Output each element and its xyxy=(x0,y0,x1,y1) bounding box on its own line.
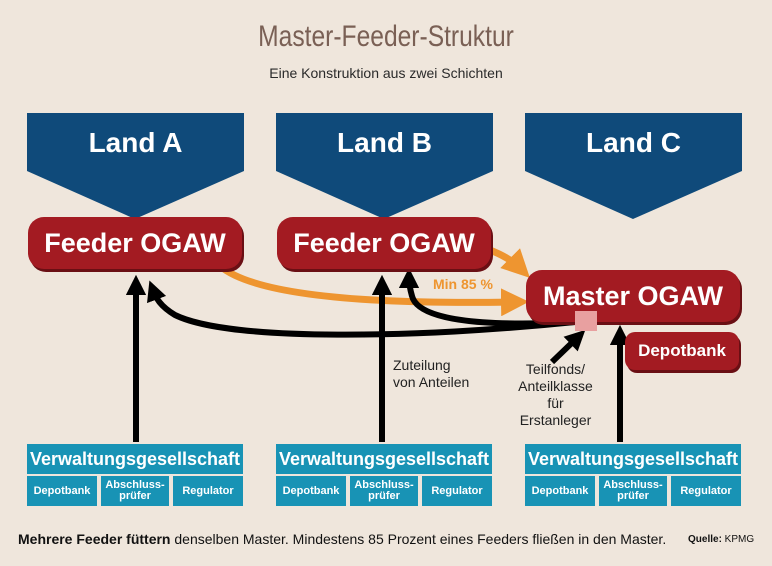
verwaltungsgesellschaft-c: Verwaltungsgesellschaft xyxy=(525,444,741,474)
country-b-label: Land B xyxy=(337,127,432,158)
teilfonds-line-4: Erstanleger xyxy=(519,412,592,428)
diagram-title: Master-Feeder-Struktur xyxy=(258,20,514,53)
abschlusspruefer-c: Abschluss- prüfer xyxy=(599,476,667,506)
feeder-ogaw-b: Feeder OGAW xyxy=(277,217,491,269)
depotbank-a: Depotbank xyxy=(27,476,97,506)
abschlusspruefer-b: Abschluss- prüfer xyxy=(350,476,418,506)
teilfonds-label: Teilfonds/ Anteilklasse für Erstanleger xyxy=(508,361,603,429)
depotbank-box: Depotbank xyxy=(625,332,739,370)
diagram-subtitle: Eine Konstruktion aus zwei Schichten xyxy=(269,65,503,81)
feed-arrow-b xyxy=(488,246,530,278)
return-arrow-b xyxy=(398,267,576,327)
abschlusspruefer-a: Abschluss- prüfer xyxy=(101,476,169,506)
abschlusspruefer-a-line-2: prüfer xyxy=(119,490,151,502)
feed-arrow-a xyxy=(217,263,529,317)
source-value: KPMG xyxy=(721,534,755,545)
zuteilung-line-1: Zuteilung xyxy=(393,357,451,373)
abschlusspruefer-a-line-1: Abschluss- xyxy=(105,479,165,491)
abschlusspruefer-b-line-2: prüfer xyxy=(368,490,400,502)
abschlusspruefer-c-line-1: Abschluss- xyxy=(603,479,663,491)
zuteilung-line-2: von Anteilen xyxy=(393,374,470,390)
depotbank-b: Depotbank xyxy=(276,476,346,506)
regulator-b: Regulator xyxy=(422,476,492,506)
abschlusspruefer-b-line-1: Abschluss- xyxy=(354,479,414,491)
country-a: Land A xyxy=(27,113,244,219)
footer-caption: Mehrere Feeder füttern denselben Master.… xyxy=(18,531,666,547)
country-c: Land C xyxy=(525,113,742,219)
teilfonds-marker xyxy=(575,311,597,331)
depotbank-c: Depotbank xyxy=(525,476,595,506)
master-ogaw: Master OGAW xyxy=(526,270,740,322)
regulator-c: Regulator xyxy=(671,476,741,506)
verwaltungsgesellschaft-b: Verwaltungsgesellschaft xyxy=(276,444,492,474)
source-credit: Quelle: KPMG xyxy=(688,534,754,545)
teilfonds-line-2: Anteilklasse xyxy=(518,378,593,394)
regulator-a: Regulator xyxy=(173,476,243,506)
country-c-label: Land C xyxy=(586,127,681,158)
min-85-label: Min 85 % xyxy=(433,276,493,292)
verwaltungsgesellschaft-a: Verwaltungsgesellschaft xyxy=(27,444,243,474)
footer-text: denselben Master. Mindestens 85 Prozent … xyxy=(170,531,667,547)
country-b: Land B xyxy=(276,113,493,219)
source-label: Quelle: xyxy=(688,534,722,545)
footer-bold: Mehrere Feeder füttern xyxy=(18,531,171,547)
country-a-label: Land A xyxy=(88,127,183,158)
teilfonds-arrow xyxy=(549,329,586,365)
teilfonds-line-3: für xyxy=(547,395,564,411)
teilfonds-line-1: Teilfonds/ xyxy=(525,361,586,377)
return-arrow-a xyxy=(147,280,576,338)
feeder-ogaw-a: Feeder OGAW xyxy=(28,217,242,269)
abschlusspruefer-c-line-2: prüfer xyxy=(617,490,649,502)
zuteilung-label: Zuteilung von Anteilen xyxy=(393,357,469,391)
